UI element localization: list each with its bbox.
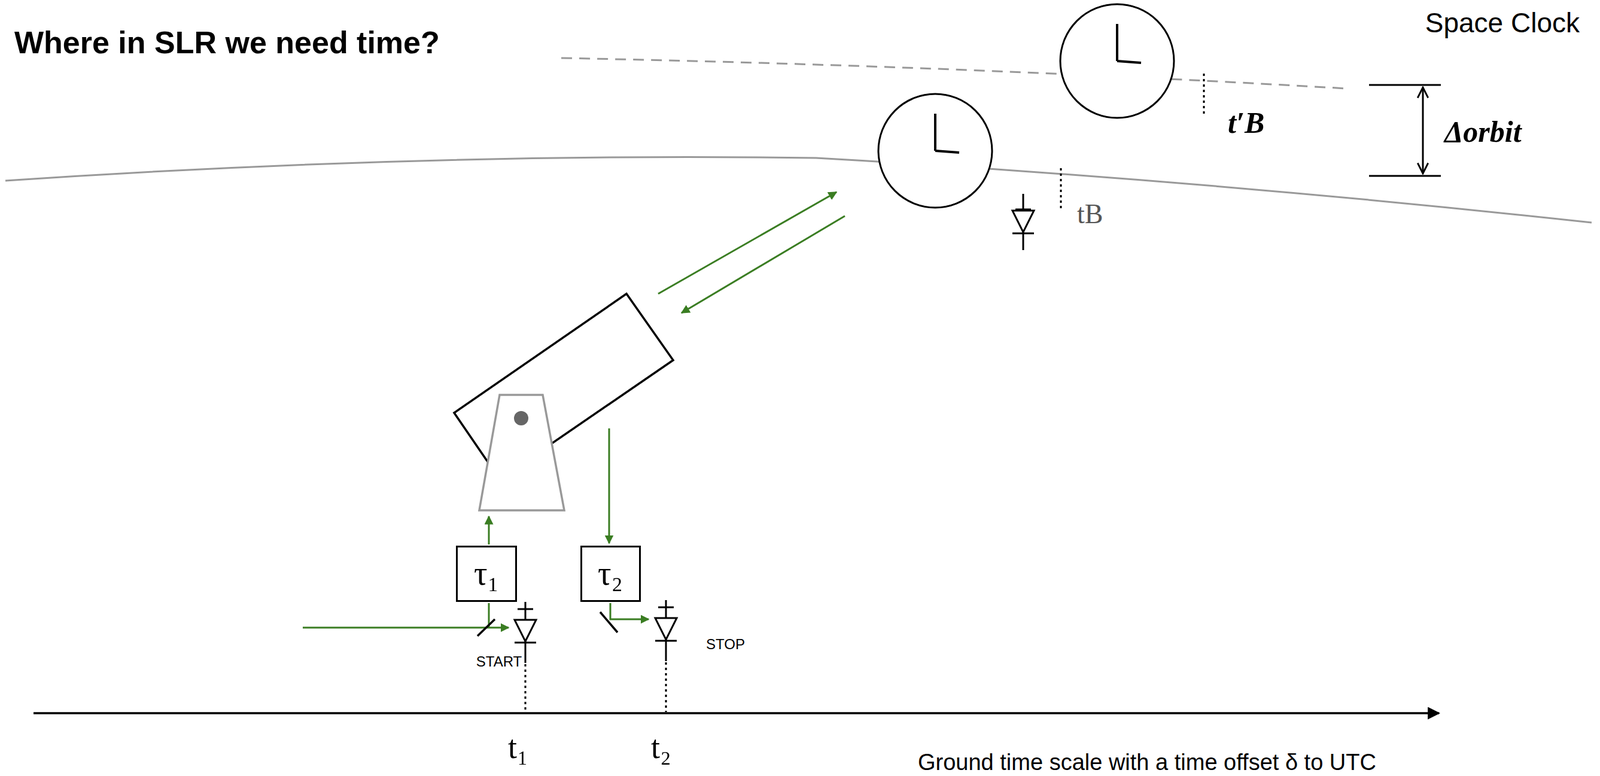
laser-input-beam: [302, 627, 509, 629]
mirror: [600, 612, 618, 633]
slide-title: Where in SLR we need time?: [14, 25, 440, 60]
bracket-line: [1369, 175, 1441, 178]
beam-splitter: [477, 619, 495, 637]
diode-triangle: [1012, 210, 1034, 233]
laser-beam-return: [681, 216, 845, 313]
time-label: t₂: [651, 729, 672, 766]
time-tick: [1060, 168, 1063, 210]
delay-symbol: τ₁: [473, 555, 500, 593]
satellite-time-label: tB: [1077, 199, 1103, 230]
clock-caption: Space Clock: [1425, 7, 1580, 39]
delay-box: τ₂: [580, 545, 641, 602]
telescope-mount: [479, 394, 565, 511]
space-clock: [1060, 4, 1174, 118]
diode-bar: [1012, 232, 1034, 235]
diode-bar: [655, 640, 677, 643]
mount-pivot: [513, 411, 529, 426]
bracket-arrow: [1422, 87, 1425, 131]
time-tick: [524, 664, 527, 713]
clock-face: [1060, 4, 1174, 118]
orbit-offset-bracket: [1369, 84, 1441, 176]
photodiode-symbol: [1012, 193, 1034, 251]
diode-bar: [658, 606, 674, 609]
diode-bar: [514, 642, 537, 644]
shifted-time-label: t′B: [1227, 106, 1265, 140]
return-beam-down: [608, 428, 611, 544]
space-clock: [878, 93, 993, 208]
telescope-tube: [454, 293, 674, 480]
orbit-offset-label: Δorbit: [1444, 115, 1522, 149]
stop-label: STOP: [706, 636, 745, 653]
start-label: START: [476, 654, 522, 670]
return-beam-to-detector: [610, 603, 649, 620]
bracket-arrow: [1422, 130, 1425, 174]
diode-bar: [517, 608, 534, 611]
time-tick: [665, 662, 668, 713]
laser-beam-up: [658, 192, 837, 294]
clock-face: [878, 93, 993, 208]
time-label: t₁: [508, 729, 529, 766]
axis-caption: Ground time scale with a time offset δ t…: [917, 750, 1377, 776]
ground-time-axis: [33, 712, 1440, 715]
clock-hands: [935, 113, 960, 153]
bracket-line: [1369, 84, 1441, 87]
delay-box: τ₁: [455, 545, 517, 602]
time-tick: [1203, 73, 1206, 115]
diode-triangle: [655, 618, 677, 640]
diode-triangle: [514, 619, 537, 642]
laser-beam-to-telescope: [488, 516, 491, 545]
shifted-orbit: [561, 58, 1347, 89]
clock-hands: [1117, 23, 1142, 63]
stop-photodiode: [655, 600, 677, 662]
delay-symbol: τ₂: [597, 555, 623, 593]
